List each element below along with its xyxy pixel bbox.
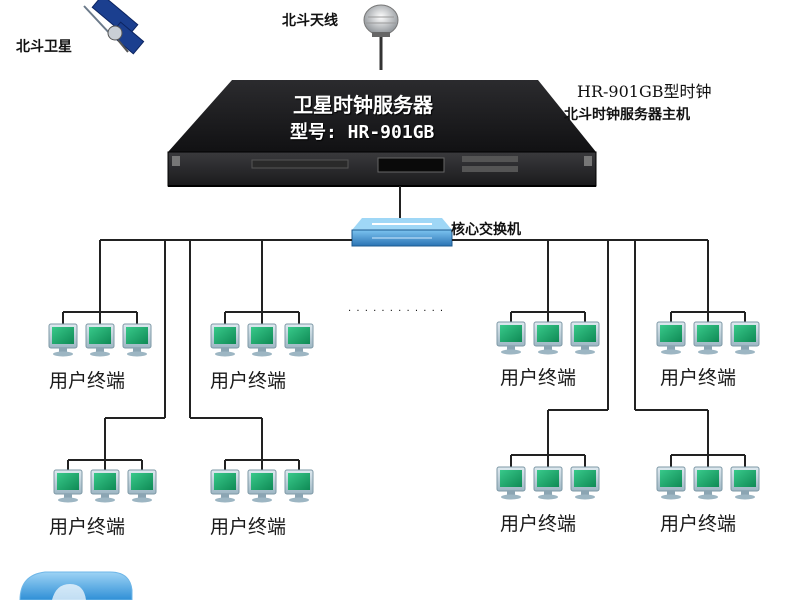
server-title: 卫星时钟服务器 <box>293 93 433 117</box>
terminal-monitor-icon <box>127 469 157 503</box>
terminal-label-3: 用户终端 <box>500 367 577 389</box>
terminal-monitor-icon <box>284 323 314 357</box>
terminal-label-2: 用户终端 <box>210 370 287 392</box>
satellite-label: 北斗卫星 <box>16 39 72 55</box>
terminal-label-4: 用户终端 <box>660 367 737 389</box>
terminal-label-5: 用户终端 <box>49 516 126 538</box>
terminal-label-7: 用户终端 <box>500 513 577 535</box>
terminal-monitor-icon <box>656 321 686 355</box>
logo-icon <box>19 571 133 600</box>
terminal-monitors <box>48 321 760 503</box>
terminal-monitor-icon <box>730 321 760 355</box>
terminal-monitor-icon <box>693 466 723 500</box>
terminal-monitor-icon <box>122 323 152 357</box>
connection-lines <box>62 186 746 470</box>
terminal-label-6: 用户终端 <box>210 516 287 538</box>
terminal-monitor-icon <box>247 323 277 357</box>
terminal-monitor-icon <box>570 321 600 355</box>
terminal-monitor-icon <box>48 323 78 357</box>
terminal-monitor-icon <box>90 469 120 503</box>
terminal-monitor-icon <box>570 466 600 500</box>
server-rack-icon <box>167 80 597 187</box>
switch-label: 核心交换机 <box>451 222 521 238</box>
network-switch-icon <box>351 218 453 247</box>
satellite-icon <box>83 0 145 55</box>
terminal-monitor-icon <box>533 321 563 355</box>
terminal-monitor-icon <box>247 469 277 503</box>
terminal-monitor-icon <box>496 321 526 355</box>
server-model: 型号: HR-901GB <box>290 122 435 143</box>
terminal-monitor-icon <box>656 466 686 500</box>
terminal-label-1: 用户终端 <box>49 370 126 392</box>
terminal-label-8: 用户终端 <box>660 513 737 535</box>
terminal-monitor-icon <box>730 466 760 500</box>
antenna-label: 北斗天线 <box>282 13 338 29</box>
antenna-icon <box>363 4 399 70</box>
terminal-monitor-icon <box>496 466 526 500</box>
terminal-monitor-icon <box>85 323 115 357</box>
terminal-monitor-icon <box>210 469 240 503</box>
terminal-monitor-icon <box>693 321 723 355</box>
server-model-caption: HR-901GB型时钟 <box>577 82 712 101</box>
terminal-monitor-icon <box>533 466 563 500</box>
terminal-monitor-icon <box>210 323 240 357</box>
terminal-monitor-icon <box>53 469 83 503</box>
terminal-monitor-icon <box>284 469 314 503</box>
server-host-caption: 北斗时钟服务器主机 <box>564 107 690 123</box>
ellipsis-indicator: . . . . . . . . . . . . <box>348 303 445 314</box>
